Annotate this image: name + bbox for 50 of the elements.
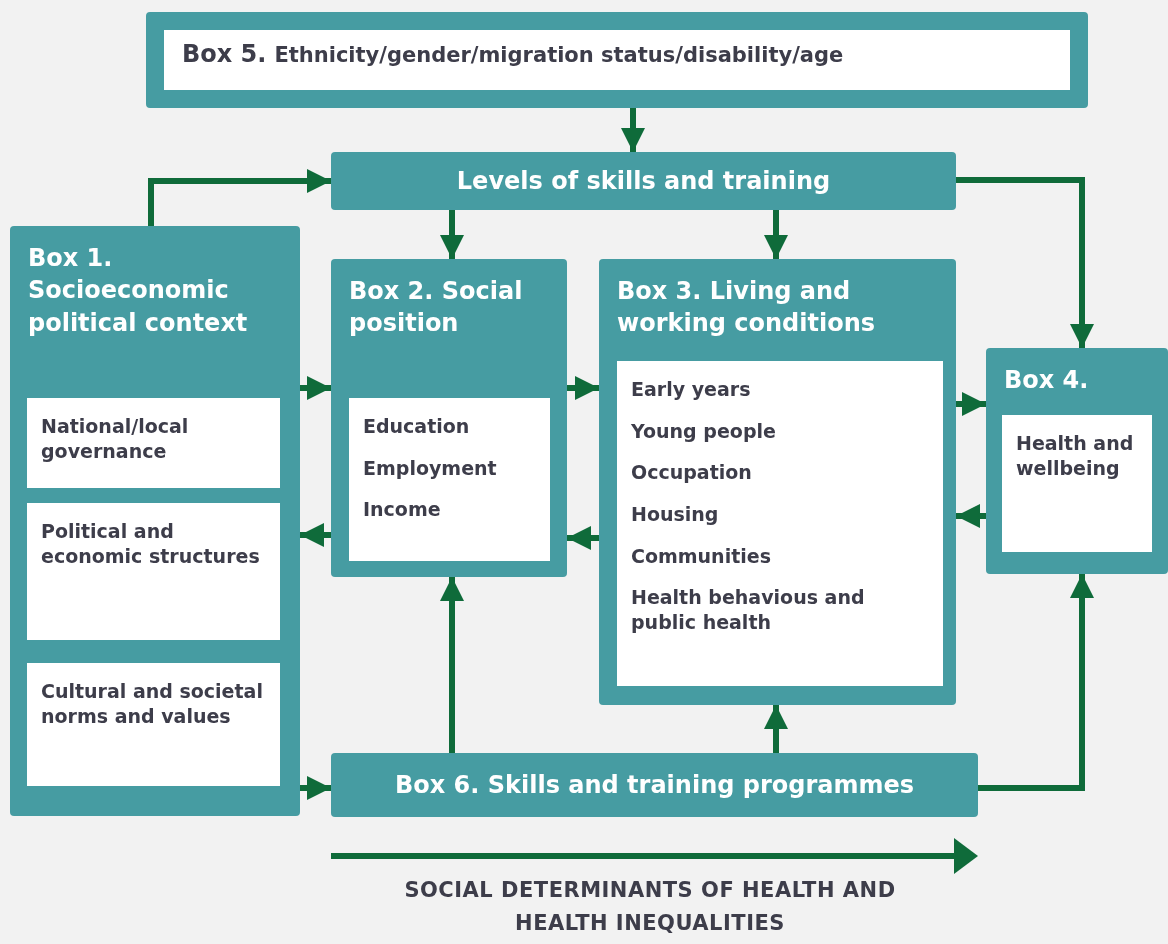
- arrow: [567, 376, 599, 400]
- box-text: Cultural and societal norms and values: [41, 679, 264, 729]
- axis-caption: SOCIAL DETERMINANTS OF HEALTH AND HEALTH INEQUALITIES: [403, 877, 897, 937]
- arrow: [300, 776, 331, 800]
- list-item: Education: [363, 414, 471, 439]
- box-text: National/local governance: [41, 414, 190, 464]
- box-text: Health and wellbeing: [1016, 431, 1135, 481]
- box-title: Box 4.: [1004, 365, 1090, 396]
- text-box: [27, 398, 280, 488]
- group-panel: [331, 259, 567, 577]
- box-title: Box 3. Living and working conditions: [617, 276, 877, 340]
- list-item: Young people: [631, 418, 777, 444]
- text-box: [27, 503, 280, 640]
- arrow: [440, 210, 464, 259]
- group-panel: [599, 259, 956, 705]
- list-item: Health behavious and public health: [631, 585, 866, 635]
- process-bar: [331, 152, 956, 210]
- arrow: [300, 376, 331, 400]
- text-box: [617, 361, 943, 686]
- arrow: [978, 574, 1094, 791]
- text-box: [349, 398, 550, 561]
- arrow: [956, 504, 986, 528]
- box-title: Box 5.: [182, 40, 267, 68]
- process-bar: [331, 753, 978, 817]
- arrow: [764, 210, 788, 259]
- arrow: [300, 523, 331, 547]
- arrow: [567, 526, 599, 550]
- group-panel: [986, 348, 1168, 574]
- box-title: Levels of skills and training: [456, 165, 831, 197]
- arrow: [148, 169, 331, 226]
- box-title: Box 1. Socioeconomic political context: [28, 243, 249, 339]
- arrow: [956, 177, 1094, 348]
- box-title: Box 6. Skills and training programmes: [394, 769, 915, 801]
- list-item: Employment: [363, 455, 498, 481]
- arrow: [956, 392, 986, 416]
- list-item: Occupation: [631, 460, 753, 486]
- group-panel: [10, 226, 300, 816]
- arrow: [764, 705, 788, 753]
- list-item: Early years: [631, 377, 752, 402]
- box-title: Box 2. Social position: [349, 276, 524, 340]
- box-text: Ethnicity/gender/migration status/disability/age: [274, 43, 844, 67]
- list-item: Housing: [631, 502, 720, 527]
- list-item: Income: [363, 497, 442, 523]
- arrow: [621, 108, 645, 152]
- box-text: Political and economic structures: [41, 519, 261, 569]
- text-box: [27, 663, 280, 786]
- factor-box: [146, 12, 1088, 108]
- text-box: [1002, 415, 1152, 552]
- list-item: Communities: [631, 543, 772, 569]
- arrow: [440, 577, 464, 753]
